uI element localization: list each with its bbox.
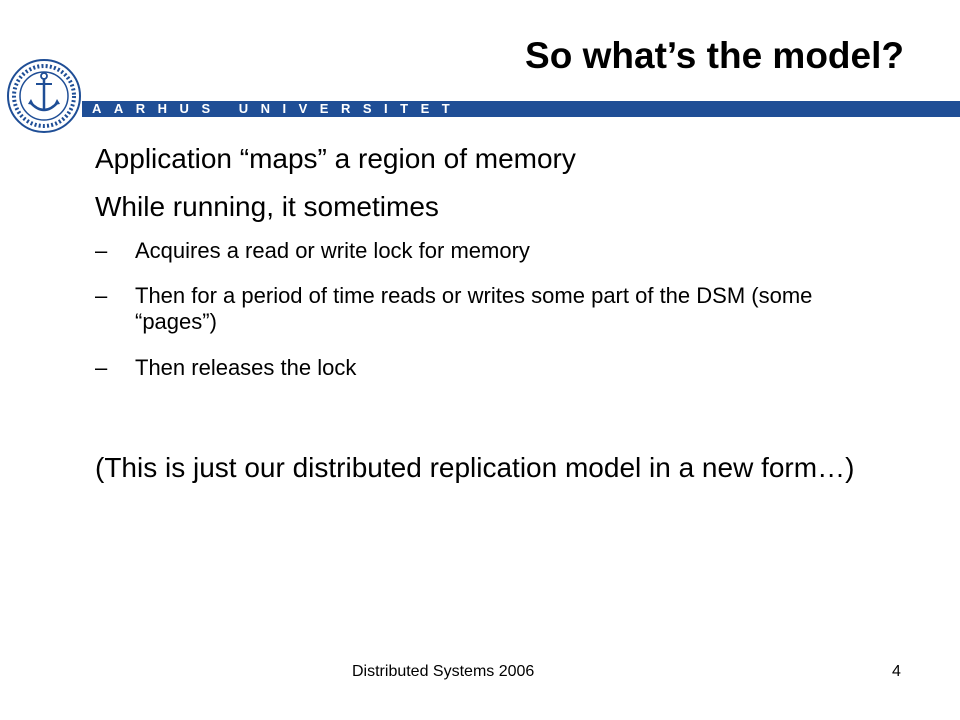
bullet-item: While running, it sometimes [95, 191, 439, 222]
sub-bullet-dash: – [95, 355, 108, 380]
university-band [82, 101, 960, 117]
seal-logo-icon [7, 59, 81, 133]
sub-bullet-text: Then releases the lock [135, 355, 357, 380]
university-name: AARHUS UNIVERSITET [92, 101, 463, 116]
footer-course: Distributed Systems 2006 [352, 663, 535, 680]
sub-bullet-text: Then for a period of time reads or write… [135, 283, 813, 334]
sub-bullet-item: – Then for a period of time reads or wri… [95, 283, 815, 335]
sub-bullet-text: Acquires a read or write lock for memory [135, 238, 530, 263]
page-number: 4 [892, 663, 901, 680]
sub-bullet-item: – Acquires a read or write lock for memo… [95, 238, 815, 264]
sub-bullet-dash: – [95, 283, 108, 308]
slide-title: So what’s the model? [525, 35, 904, 76]
sub-bullet-dash: – [95, 238, 108, 263]
closing-paragraph: (This is just our distributed replicatio… [95, 452, 855, 483]
bullet-item: Application “maps” a region of memory [95, 143, 576, 174]
sub-bullet-item: – Then releases the lock [95, 355, 815, 381]
